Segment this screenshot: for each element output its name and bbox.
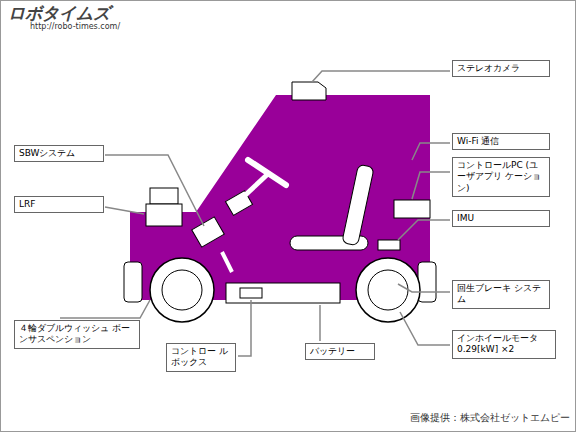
callout-text: コントロー ルボックス [171, 346, 231, 369]
callout-box: コントロー ルボックス [166, 343, 236, 372]
callout-box: 回生ブレーキ システム [452, 280, 550, 309]
leader-line [238, 300, 251, 356]
leader-line [312, 71, 450, 82]
steering-wheel [248, 160, 286, 185]
callout-text: LRF [19, 199, 99, 210]
callout-box: バッテリー [305, 343, 375, 360]
callout-box: IMU [452, 210, 550, 227]
callout-box: インホイールモータ 0.29[kW] ×2 [452, 330, 556, 359]
rear-hub [368, 270, 408, 310]
callout-box: Wi-Fi 通信 [452, 133, 550, 150]
callout-text: IMU [457, 213, 545, 224]
leader-line [105, 155, 204, 226]
imu-unit [378, 240, 400, 250]
front-hub [162, 270, 202, 310]
leader-lines [60, 71, 450, 356]
callout-text: ４輪ダブルウィッシュ ボーンサスペンション [19, 323, 135, 346]
callout-box: ステレオカメラ [452, 60, 550, 77]
callout-text: インホイールモータ 0.29[kW] ×2 [457, 333, 551, 356]
seat-back [342, 164, 374, 246]
sbw-unit [192, 217, 225, 247]
leader-line [398, 284, 450, 292]
callout-text: 回生ブレーキ システム [457, 283, 545, 306]
callout-text: Wi-Fi 通信 [457, 136, 545, 147]
front-fender [124, 262, 142, 302]
rear-wheel [356, 258, 420, 322]
rear-fender [418, 262, 436, 302]
leader-line [412, 172, 450, 199]
callout-text: ステレオカメラ [457, 63, 545, 74]
callout-box: コントロールPC (ユーザアプリ ケーション) [452, 157, 550, 197]
image-credit: 画像提供：株式会社ゼットエムピー [410, 411, 570, 425]
stereo-camera [292, 82, 326, 100]
callout-text: コントロールPC (ユーザアプリ ケーション) [457, 160, 545, 194]
lrf-mount [146, 204, 182, 226]
leader-line [400, 312, 450, 345]
leader-line [398, 220, 450, 240]
callout-text: バッテリー [310, 346, 370, 357]
site-url: http://robo-times.com/ [30, 22, 120, 31]
callout-box: LRF [14, 196, 104, 213]
control-box [240, 288, 262, 298]
leader-line [319, 305, 321, 341]
logo-text: ロボタイムズ [8, 2, 110, 25]
front-wheel [150, 258, 214, 322]
control-pc [394, 200, 430, 218]
callout-box: ４輪ダブルウィッシュ ボーンサスペンション [14, 320, 140, 349]
leader-line [105, 207, 144, 214]
leader-line [60, 300, 150, 318]
callout-text: SBWシステム [19, 148, 99, 159]
leader-line [412, 143, 450, 160]
battery [226, 283, 340, 303]
steering-shaft [240, 172, 270, 200]
lrf-sensor [150, 188, 178, 204]
steering-link [222, 252, 232, 272]
callout-box: SBWシステム [14, 145, 104, 162]
